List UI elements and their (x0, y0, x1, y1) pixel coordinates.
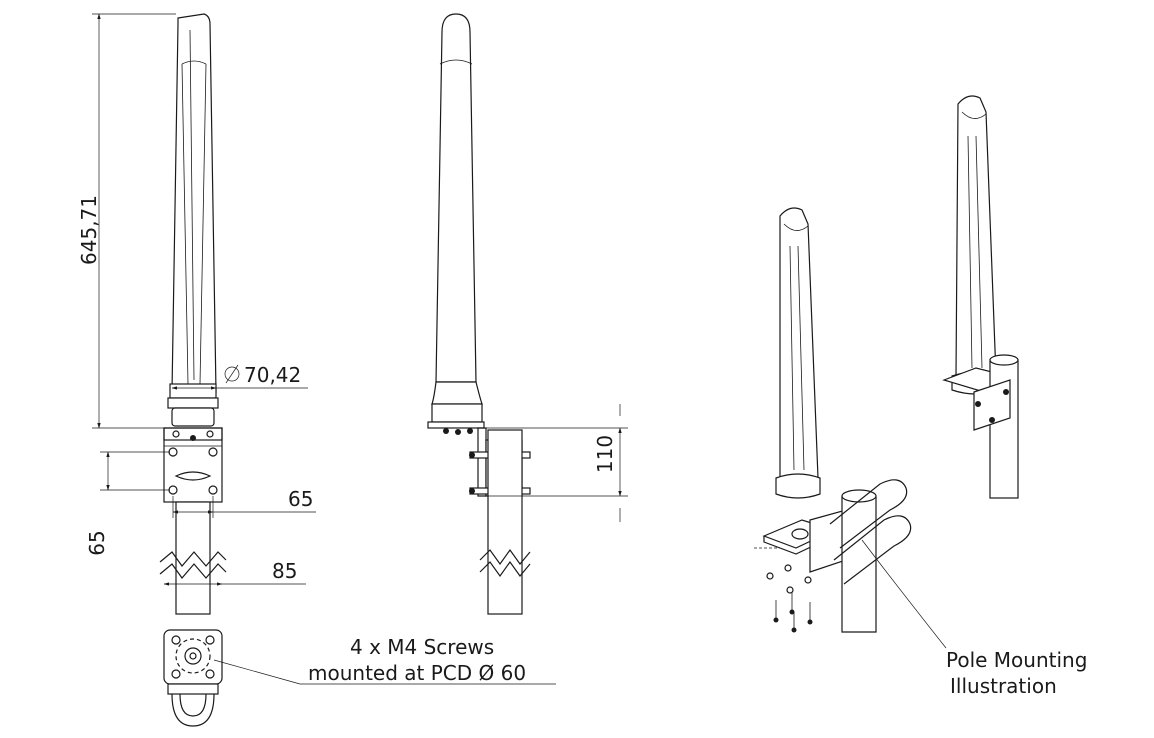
screws-note-line2: mounted at PCD Ø 60 (308, 661, 526, 685)
screws-note-line1: 4 x M4 Screws (350, 635, 494, 659)
dim-side-height: 65 (85, 530, 109, 555)
dim-pole-width: 85 (272, 559, 297, 583)
exploded-isometric-view: Pole Mounting Illustration (754, 207, 1087, 698)
bottom-detail-view (163, 629, 556, 727)
pole-mount-line1: Pole Mounting (946, 648, 1087, 672)
pole-mount-line2: Illustration (950, 674, 1057, 698)
side-view: 110 (427, 13, 628, 615)
dim-base-width: 65 (288, 487, 313, 511)
front-view: 645,71 70,42 65 65 85 (77, 13, 556, 727)
dim-bracket-spacing: 110 (593, 435, 617, 473)
dim-height: 645,71 (77, 195, 101, 265)
assembled-isometric-view (942, 95, 1019, 499)
dim-diameter: 70,42 (244, 363, 301, 387)
screws (754, 547, 813, 633)
